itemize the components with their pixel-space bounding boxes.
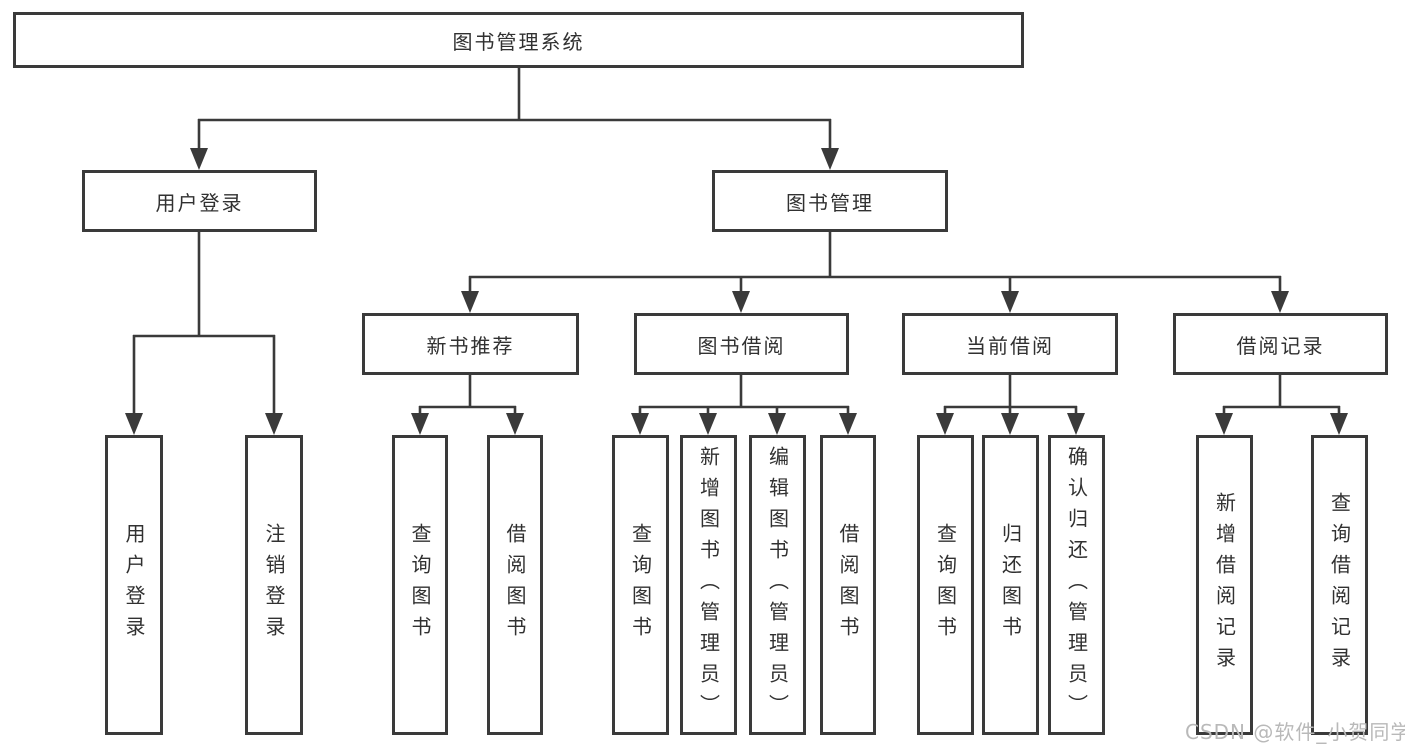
node-confirm-return-admin: 确认归还（管理员） (1048, 435, 1105, 735)
arrow-head-icon (1271, 291, 1289, 313)
arrow-head-icon (768, 413, 786, 435)
node-label: 借阅记录 (1236, 333, 1325, 358)
node-label: 图书借阅 (697, 333, 786, 358)
arrow-head-icon (1067, 413, 1085, 435)
node-logout-leaf: 注销登录 (245, 435, 303, 735)
arrow-head-icon (1001, 413, 1019, 435)
node-query-books-2: 查询图书 (612, 435, 669, 735)
node-current-borrow: 当前借阅 (902, 313, 1118, 375)
node-borrow-books-2: 借阅图书 (820, 435, 876, 735)
arrow-head-icon (411, 413, 429, 435)
node-user-login: 用户登录 (82, 170, 317, 232)
node-query-borrow-record: 查询借阅记录 (1311, 435, 1368, 735)
node-label: 归还图书 (998, 523, 1023, 647)
node-label: 借阅图书 (503, 523, 527, 647)
node-label: 新书推荐 (426, 333, 515, 358)
node-label: 图书管理系统 (452, 29, 585, 54)
node-label: 确认归还（管理员） (1064, 445, 1089, 725)
node-label: 查询图书 (628, 523, 653, 647)
arrow-head-icon (1215, 413, 1233, 435)
watermark: CSDN @软件_小贺同学 (1185, 720, 1405, 744)
node-label: 图书管理 (786, 190, 874, 215)
node-root: 图书管理系统 (13, 12, 1024, 68)
node-add-books-admin: 新增图书（管理员） (680, 435, 737, 735)
node-label: 查询借阅记录 (1327, 492, 1352, 678)
node-add-borrow-record: 新增借阅记录 (1196, 435, 1253, 735)
arrow-head-icon (631, 413, 649, 435)
node-label: 用户登录 (155, 190, 244, 215)
arrow-head-icon (732, 291, 750, 313)
node-return-books: 归还图书 (982, 435, 1039, 735)
node-label: 新增图书（管理员） (696, 445, 721, 725)
arrow-head-icon (699, 413, 717, 435)
node-book-management: 图书管理 (712, 170, 948, 232)
node-book-borrow: 图书借阅 (634, 313, 849, 375)
node-label: 新增借阅记录 (1212, 492, 1237, 678)
node-user-login-leaf: 用户登录 (105, 435, 163, 735)
node-label: 查询图书 (408, 523, 432, 647)
arrow-head-icon (190, 148, 208, 170)
arrow-head-icon (839, 413, 857, 435)
arrow-head-icon (821, 148, 839, 170)
node-borrow-records: 借阅记录 (1173, 313, 1388, 375)
arrow-head-icon (265, 413, 283, 435)
arrow-head-icon (936, 413, 954, 435)
node-query-books-3: 查询图书 (917, 435, 974, 735)
node-label: 编辑图书（管理员） (765, 445, 790, 725)
node-label: 借阅图书 (836, 523, 860, 647)
node-borrow-books-1: 借阅图书 (487, 435, 543, 735)
node-label: 当前借阅 (966, 333, 1054, 358)
arrow-head-icon (125, 413, 143, 435)
node-label: 注销登录 (262, 523, 286, 647)
node-label: 用户登录 (122, 523, 146, 647)
arrow-head-icon (1330, 413, 1348, 435)
arrow-head-icon (1001, 291, 1019, 313)
node-new-book-recommend: 新书推荐 (362, 313, 579, 375)
node-label: 查询图书 (933, 523, 958, 647)
node-edit-books-admin: 编辑图书（管理员） (749, 435, 806, 735)
arrow-head-icon (506, 413, 524, 435)
node-query-books-1: 查询图书 (392, 435, 448, 735)
arrow-head-icon (461, 291, 479, 313)
